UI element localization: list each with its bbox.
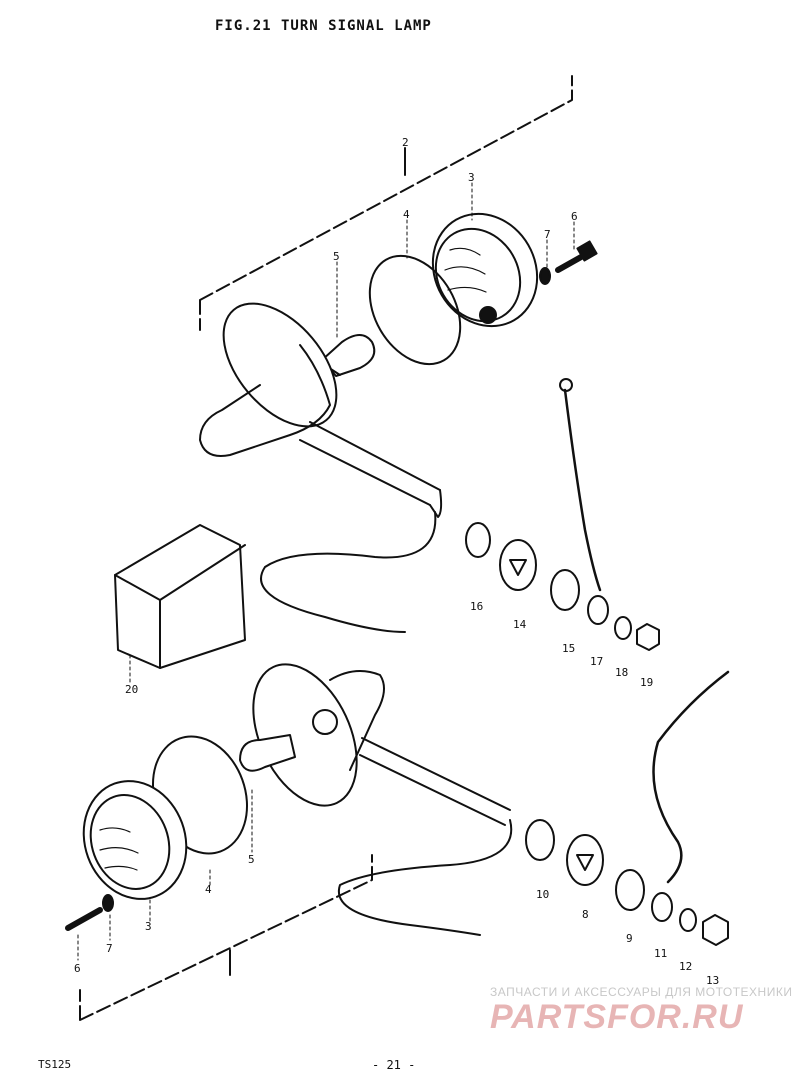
watermark-logo: PARTSFOR.RU — [490, 998, 744, 1036]
watermark-tagline: ЗАПЧАСТИ И АКСЕССУАРЫ ДЛЯ МОТОТЕХНИКИ — [490, 985, 793, 999]
label-15: 15 — [562, 642, 575, 655]
upper-gasket — [368, 254, 462, 366]
lower-ground-wire — [652, 670, 730, 884]
part-8-grommet — [566, 834, 604, 886]
lower-bulb — [239, 734, 296, 772]
label-13: 13 — [706, 974, 719, 987]
label-19: 19 — [640, 676, 653, 689]
label-20: 20 — [125, 683, 138, 696]
label-6-upper: 6 — [571, 210, 578, 223]
label-7-lower: 7 — [106, 942, 113, 955]
part-17-washer — [587, 595, 609, 625]
lower-housing — [252, 663, 511, 826]
part-9-nut — [615, 869, 645, 911]
label-11: 11 — [654, 947, 667, 960]
lower-washer — [102, 894, 114, 912]
label-10: 10 — [536, 888, 549, 901]
label-3-lower: 3 — [145, 920, 152, 933]
upper-wire — [260, 511, 437, 633]
label-4-lower: 4 — [205, 883, 212, 896]
upper-screw — [555, 240, 598, 273]
page-number: - 21 - — [372, 1058, 416, 1072]
upper-assembly-bracket — [199, 75, 573, 331]
part-11-washer — [651, 892, 673, 922]
part-13-nut — [702, 914, 729, 946]
figure-title: FIG.21 TURN SIGNAL LAMP — [215, 18, 432, 34]
label-6-lower: 6 — [74, 962, 81, 975]
upper-lens — [431, 212, 539, 328]
lower-lens — [82, 780, 188, 900]
label-9: 9 — [626, 932, 633, 945]
relay-unit — [114, 524, 246, 669]
part-18-lockwasher — [614, 616, 632, 640]
lower-assembly-bracket — [79, 854, 373, 1021]
label-17: 17 — [590, 655, 603, 668]
model-code: TS125 — [38, 1058, 72, 1071]
label-18: 18 — [615, 666, 628, 679]
label-5-lower: 5 — [248, 853, 255, 866]
label-4-upper: 4 — [403, 208, 410, 221]
upper-housing — [199, 302, 443, 518]
part-12-lockwasher — [679, 908, 697, 932]
part-19-nut — [636, 623, 660, 651]
label-14: 14 — [513, 618, 527, 631]
lower-wire — [337, 819, 513, 936]
lower-screw — [65, 907, 103, 931]
part-16-washer — [465, 522, 491, 558]
part-10-washer — [525, 819, 555, 861]
upper-ground-wire — [563, 388, 602, 592]
label-8: 8 — [582, 908, 589, 921]
label-12: 12 — [679, 960, 692, 973]
label-7-upper: 7 — [544, 228, 551, 241]
upper-washer — [539, 267, 551, 285]
label-2: 2 — [402, 136, 409, 149]
label-3-upper: 3 — [468, 171, 475, 184]
label-5-upper: 5 — [333, 250, 340, 263]
label-16: 16 — [470, 600, 483, 613]
part-15-nut — [550, 569, 580, 611]
part-14-grommet — [499, 539, 537, 591]
